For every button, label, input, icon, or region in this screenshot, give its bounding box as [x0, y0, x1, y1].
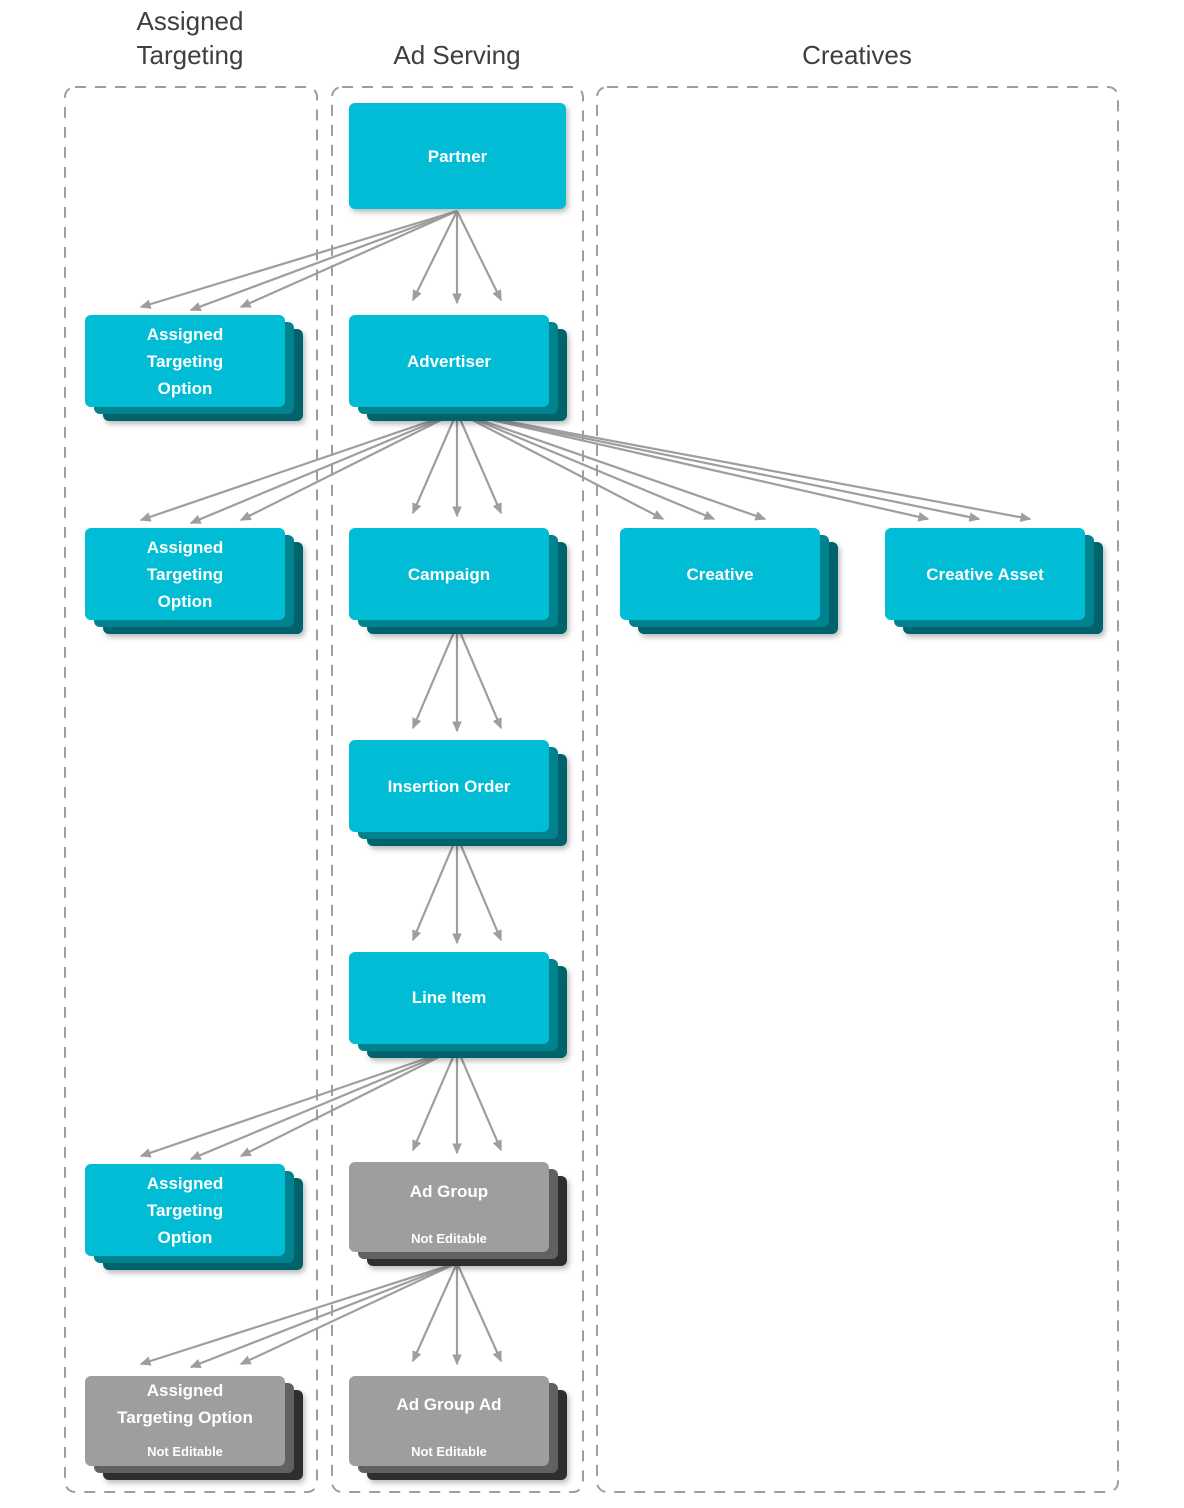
edge-ad-group-to-ad-group-ad: [411, 1262, 503, 1366]
node-ato-line-item-label-line3: Option: [158, 1228, 213, 1247]
column-title-assigned-targeting-line2: Targeting: [137, 40, 244, 70]
node-ato-partner[interactable]: Assigned Targeting Option: [85, 315, 303, 421]
node-partner[interactable]: Partner: [349, 103, 566, 209]
column-container-creatives: [596, 86, 1119, 1493]
node-insertion-order-label: Insertion Order: [388, 777, 511, 796]
node-campaign-card[interactable]: [349, 528, 549, 620]
node-ato-advertiser-label-line3: Option: [158, 592, 213, 611]
node-ato-advertiser[interactable]: Assigned Targeting Option: [85, 528, 303, 634]
edge-insertion-order-to-line-item: [411, 835, 503, 945]
edge-advertiser-to-campaign: [411, 411, 503, 518]
edge-line-item-to-ato-line-item: [139, 1046, 458, 1161]
node-campaign-label: Campaign: [408, 565, 490, 584]
edges: [139, 209, 1032, 1369]
node-ato-line-item-label-line2: Targeting: [147, 1201, 223, 1220]
node-creative-card[interactable]: [620, 528, 820, 620]
edge-line-item-to-ad-group: [411, 1047, 503, 1155]
node-ato-ad-group-label-line2: Targeting Option: [117, 1408, 253, 1427]
node-ad-group[interactable]: Ad Group Not Editable: [349, 1162, 567, 1266]
node-ato-ad-group-sublabel: Not Editable: [147, 1444, 223, 1459]
node-creative-label: Creative: [686, 565, 753, 584]
column-title-creatives: Creatives: [802, 40, 912, 70]
node-insertion-order-card[interactable]: [349, 740, 549, 832]
node-ato-line-item-card[interactable]: [85, 1164, 285, 1256]
node-insertion-order[interactable]: Insertion Order: [349, 740, 567, 846]
node-ato-partner-label-line1: Assigned: [147, 325, 224, 344]
node-partner-label: Partner: [428, 147, 488, 166]
node-ad-group-ad-card[interactable]: [349, 1376, 549, 1466]
edge-partner-to-advertiser: [412, 210, 502, 305]
node-advertiser[interactable]: Advertiser: [349, 315, 567, 421]
edge-campaign-to-insertion-order: [411, 624, 503, 733]
node-ato-line-item-label-line1: Assigned: [147, 1174, 224, 1193]
node-creative[interactable]: Creative: [620, 528, 838, 634]
node-ato-ad-group[interactable]: Assigned Targeting Option Not Editable: [85, 1376, 303, 1480]
node-partner-card[interactable]: [349, 103, 566, 209]
node-creative-asset-card[interactable]: [885, 528, 1085, 620]
node-ato-advertiser-label-line1: Assigned: [147, 538, 224, 557]
node-line-item-label: Line Item: [412, 988, 487, 1007]
node-ad-group-card[interactable]: [349, 1162, 549, 1252]
node-ato-partner-label-line3: Option: [158, 379, 213, 398]
node-ad-group-label: Ad Group: [410, 1182, 488, 1201]
node-creative-asset[interactable]: Creative Asset: [885, 528, 1103, 634]
node-line-item[interactable]: Line Item: [349, 952, 567, 1058]
column-container-assigned-targeting: [64, 86, 318, 1493]
node-advertiser-card[interactable]: [349, 315, 549, 407]
node-ad-group-ad-label: Ad Group Ad: [396, 1395, 501, 1414]
column-container-ad-serving: [331, 86, 584, 1493]
node-ato-ad-group-label-line1: Assigned: [147, 1381, 224, 1400]
node-creative-asset-label: Creative Asset: [926, 565, 1044, 584]
column-title-assigned-targeting-line1: Assigned: [137, 6, 244, 36]
edge-advertiser-to-creative-asset: [456, 410, 1032, 522]
node-line-item-card[interactable]: [349, 952, 549, 1044]
node-ato-partner-card[interactable]: [85, 315, 285, 407]
edge-advertiser-to-creative: [456, 410, 767, 521]
node-advertiser-label: Advertiser: [407, 352, 491, 371]
node-ato-advertiser-label-line2: Targeting: [147, 565, 223, 584]
edge-advertiser-to-ato-advertiser: [139, 410, 458, 525]
node-ato-advertiser-card[interactable]: [85, 528, 285, 620]
node-ad-group-sublabel: Not Editable: [411, 1231, 487, 1246]
node-ad-group-ad[interactable]: Ad Group Ad Not Editable: [349, 1376, 567, 1480]
node-ato-ad-group-card[interactable]: [85, 1376, 285, 1466]
node-campaign[interactable]: Campaign: [349, 528, 567, 634]
node-ato-line-item[interactable]: Assigned Targeting Option: [85, 1164, 303, 1270]
edge-ad-group-to-ato-ad-group: [139, 1261, 458, 1369]
node-ad-group-ad-sublabel: Not Editable: [411, 1444, 487, 1459]
node-ato-partner-label-line2: Targeting: [147, 352, 223, 371]
edge-partner-to-ato-partner: [139, 209, 458, 312]
column-titles: Assigned Targeting Ad Serving Creatives: [137, 6, 912, 70]
column-containers: [64, 86, 1119, 1493]
column-title-ad-serving: Ad Serving: [393, 40, 520, 70]
